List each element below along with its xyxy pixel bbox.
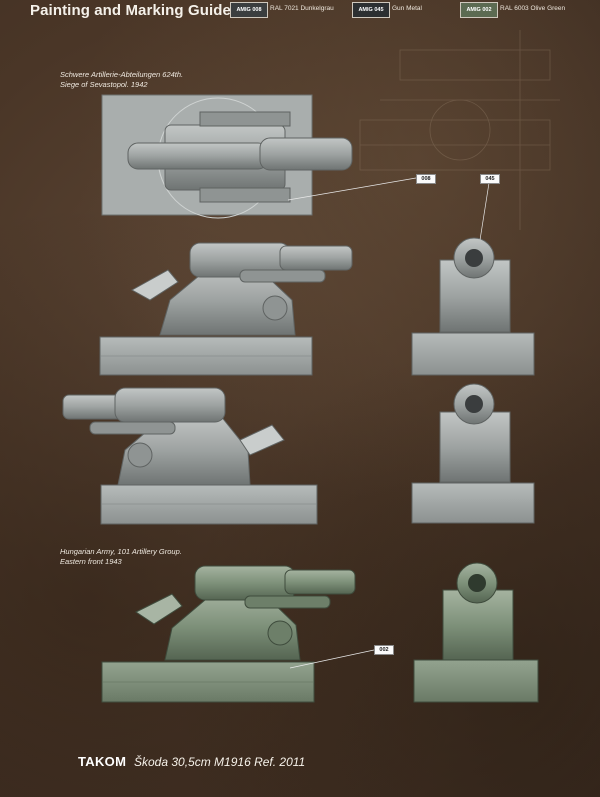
header-bar: Painting and Marking Guide AMIG 008 RAL …: [0, 0, 600, 22]
paint-label-olive-green: RAL 6003 Olive Green: [500, 5, 566, 12]
caption-unit: Hungarian Army, 101 Artillery Group.: [60, 547, 182, 556]
top-view-grey: [101, 94, 353, 219]
paint-label-gun-metal: Gun Metal: [392, 5, 422, 12]
front-view-green: [413, 562, 539, 703]
page-title: Painting and Marking Guide: [30, 2, 231, 19]
paint-swatch-olive-green: AMIG 002: [460, 2, 498, 18]
callout-lines: [287, 177, 490, 669]
paint-swatch-gun-metal: AMIG 045: [352, 2, 390, 18]
model-title: Škoda 30,5cm M1916 Ref. 2011: [134, 755, 306, 769]
scheme-caption-hungarian: Hungarian Army, 101 Artillery Group. Eas…: [60, 547, 182, 566]
side-view-grey-left: [62, 387, 318, 525]
front-view-grey-1: [411, 237, 535, 376]
front-view-grey-2: [411, 383, 535, 524]
caption-location: Siege of Sevastopol. 1942: [60, 79, 148, 89]
callout-002: 002: [374, 645, 394, 655]
side-view-green: [101, 565, 356, 703]
caption-unit: Schwere Artillerie-Abteilungen 624th.: [60, 70, 184, 79]
callout-008: 008: [416, 174, 436, 184]
paint-swatch-dunkelgrau: AMIG 008: [230, 2, 268, 18]
side-view-grey-right: [99, 242, 353, 376]
brand-logo: TAKOM: [78, 754, 127, 769]
caption-location: Eastern front 1943: [60, 556, 122, 566]
callout-045: 045: [480, 174, 500, 184]
scheme-caption-german: Schwere Artillerie-Abteilungen 624th. Si…: [60, 70, 183, 89]
paint-label-dunkelgrau: RAL 7021 Dunkelgrau: [270, 5, 334, 12]
